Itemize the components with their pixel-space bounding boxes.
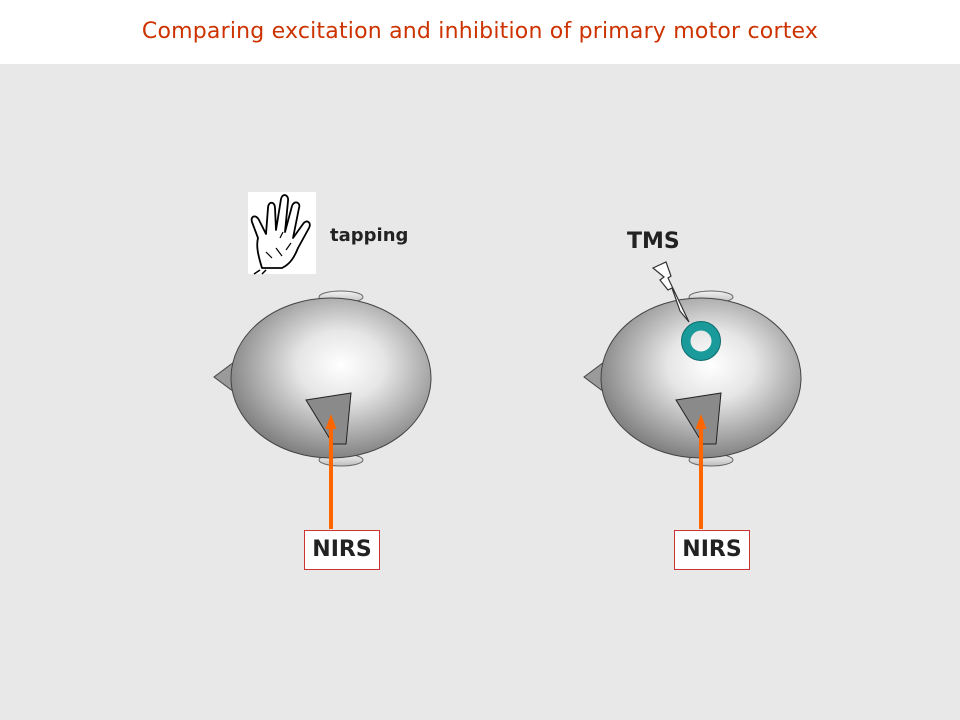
tapping-label: tapping (330, 225, 409, 246)
title-bar: Comparing excitation and inhibition of p… (0, 0, 960, 64)
left-nirs-arrow (325, 414, 337, 529)
hand-icon (248, 192, 316, 275)
left-motor-cortex-region (305, 392, 352, 445)
slide-title: Comparing excitation and inhibition of p… (141, 19, 819, 44)
left-nirs-box: NIRS (304, 530, 380, 570)
tms-coil-icon (681, 321, 721, 361)
left-head (213, 290, 432, 467)
right-nirs-box: NIRS (674, 530, 750, 570)
tms-label: TMS (627, 229, 680, 254)
right-motor-cortex-region (675, 392, 722, 445)
lightning-bolt-icon (651, 261, 690, 323)
right-head (583, 290, 802, 467)
right-nirs-arrow (695, 414, 707, 529)
